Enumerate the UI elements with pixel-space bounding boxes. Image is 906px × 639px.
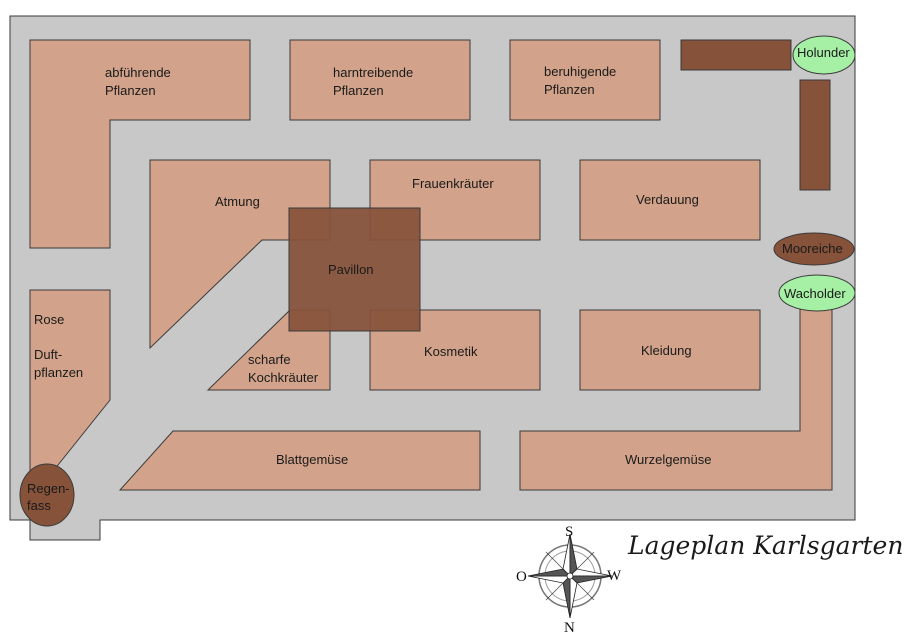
label-wurzelgemuese: Wurzelgemüse xyxy=(625,452,711,467)
hedge-top xyxy=(680,39,792,71)
label-regenfass-2: fass xyxy=(27,498,51,513)
bed-blattgemuese[interactable] xyxy=(118,430,481,491)
label-regenfass-1: Regen- xyxy=(27,481,70,496)
bed-verdauung[interactable] xyxy=(579,159,761,241)
label-blattgemuese: Blattgemüse xyxy=(276,452,348,467)
label-holunder: Holunder xyxy=(797,45,850,60)
label-duftpflanzen-2: pflanzen xyxy=(34,365,83,380)
label-scharfe-1: scharfe xyxy=(248,352,291,367)
label-mooreiche: Mooreiche xyxy=(782,241,843,256)
bed-kleidung[interactable] xyxy=(579,309,761,391)
tree-holunder[interactable] xyxy=(792,35,856,75)
tree-wacholder[interactable] xyxy=(778,274,856,312)
label-scharfe-2: Kochkräuter xyxy=(248,370,319,385)
bed-rose-duftpflanzen[interactable] xyxy=(29,289,111,502)
label-abfuehrende-2: Pflanzen xyxy=(105,83,156,98)
label-wacholder: Wacholder xyxy=(784,286,846,301)
bed-beruhigende-pflanzen[interactable] xyxy=(509,39,661,121)
map-title: Lageplan Karlsgarten xyxy=(627,531,903,560)
label-kosmetik: Kosmetik xyxy=(424,344,478,359)
label-abfuehrende-1: abführende xyxy=(105,65,171,80)
compass-label-right: W xyxy=(607,568,622,584)
hedge-right xyxy=(799,79,831,191)
label-duftpflanzen-1: Duft- xyxy=(34,347,62,362)
label-frauenkraeuter: Frauenkräuter xyxy=(412,176,494,191)
tree-mooreiche[interactable] xyxy=(773,232,855,266)
label-rose: Rose xyxy=(34,312,64,327)
label-pavillon: Pavillon xyxy=(328,262,374,277)
label-verdauung: Verdauung xyxy=(636,192,699,207)
bed-abfuehrende-pflanzen[interactable] xyxy=(29,39,251,249)
label-beruhigende-1: beruhigende xyxy=(544,64,616,79)
compass-label-left: O xyxy=(516,569,527,585)
compass-rose xyxy=(527,533,613,619)
label-harntreibende-1: harntreibende xyxy=(333,65,413,80)
regenfass[interactable] xyxy=(19,463,75,527)
label-atmung: Atmung xyxy=(215,194,260,209)
label-kleidung: Kleidung xyxy=(641,343,692,358)
bed-harntreibende-pflanzen[interactable] xyxy=(289,39,471,121)
compass-label-bottom: N xyxy=(564,620,575,636)
label-harntreibende-2: Pflanzen xyxy=(333,83,384,98)
label-beruhigende-2: Pflanzen xyxy=(544,82,595,97)
pavillon[interactable] xyxy=(288,207,421,332)
compass-label-top: S xyxy=(565,524,573,540)
garden-paths xyxy=(9,15,856,541)
